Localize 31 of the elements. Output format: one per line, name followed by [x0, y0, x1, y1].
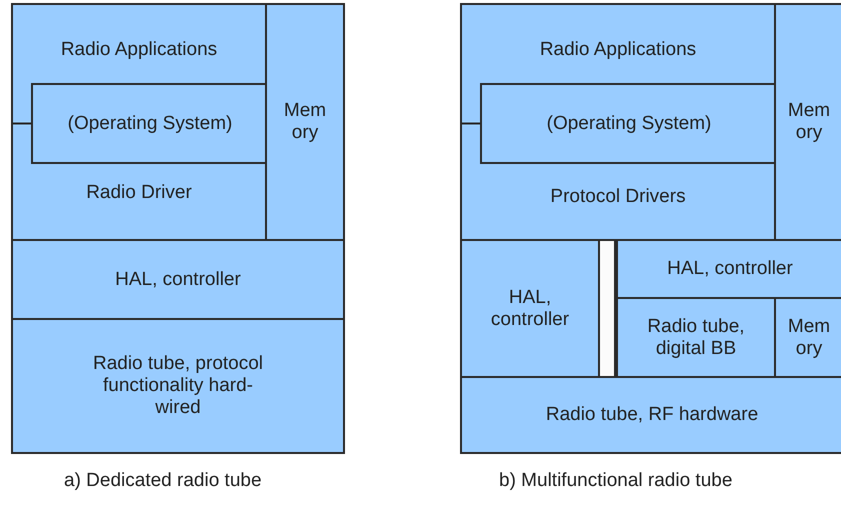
caption: b) Multifunctional radio tube — [499, 470, 732, 492]
layer-label: Radio Driver — [85, 182, 193, 204]
layer-label: Protocol Drivers — [549, 186, 687, 208]
connector-line — [12, 122, 32, 124]
layer-block — [460, 3, 776, 241]
layer-block — [11, 318, 345, 454]
layer-label: HAL, controller — [490, 286, 570, 330]
layer-label: (Operating System) — [546, 112, 712, 134]
layer-block — [460, 376, 841, 454]
layer-label: Radio tube, RF hardware — [544, 404, 760, 426]
layer-label: Radio tube, digital BB — [646, 316, 746, 360]
layer-label: Mem ory — [282, 100, 328, 144]
layer-label: (Operating System) — [66, 112, 234, 134]
layer-label: Mem ory — [786, 100, 832, 144]
layer-label: Mem ory — [786, 316, 832, 360]
layer-label: Radio Applications — [60, 39, 218, 61]
layer-block — [774, 3, 841, 241]
layer-block — [11, 239, 345, 320]
layer-label: HAL, controller — [114, 268, 242, 290]
layer-block — [11, 3, 267, 241]
layer-block — [460, 239, 600, 378]
connector-line — [461, 122, 481, 124]
layer-block — [774, 297, 841, 378]
layer-block — [616, 239, 841, 299]
separator-bar — [598, 239, 616, 378]
layer-label: Radio tube, protocol functionality hard-wired — [92, 353, 264, 419]
caption: a) Dedicated radio tube — [64, 470, 262, 492]
layer-label: Radio Applications — [538, 39, 698, 61]
layer-label: HAL, controller — [666, 258, 794, 280]
layer-block — [265, 3, 345, 241]
layer-block — [616, 297, 776, 378]
